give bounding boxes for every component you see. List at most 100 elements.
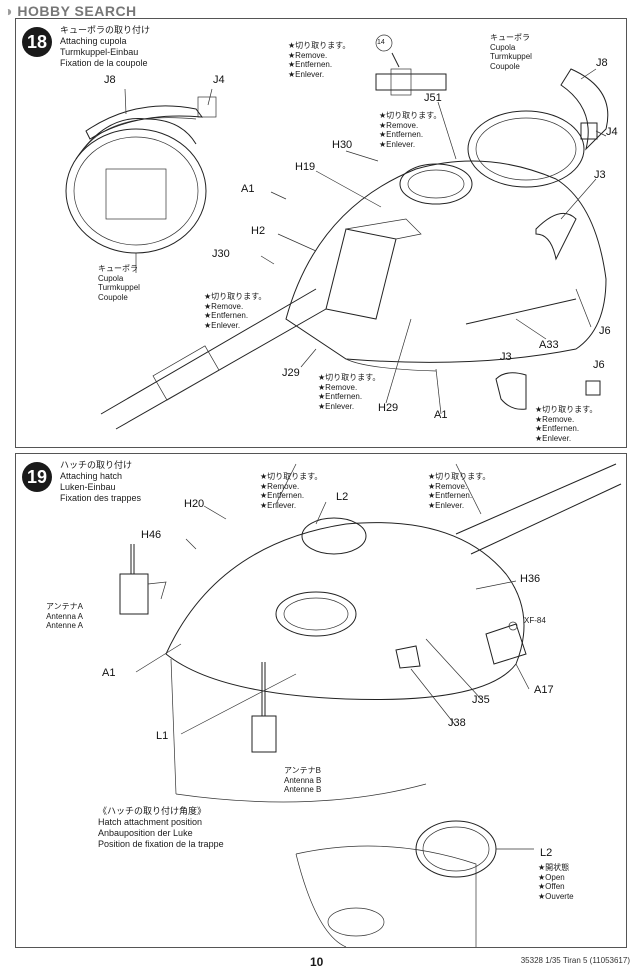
label-H36: H36 [520,573,541,585]
antenna-a-en: Antenna A [46,611,84,621]
open-ja: ★開状態 [538,863,570,872]
cupola-note-left: キューポラ Cupola Turmkuppel Coupole [98,264,140,302]
label-J4-left: J4 [213,74,225,86]
hatch-position-en: Hatch attachment position [98,817,203,827]
step-18-panel: 18 キューポラの取り付け Attaching cupola Turmkuppe… [15,18,627,448]
label-H2: H2 [251,225,266,237]
open-en: ★Open [538,872,565,882]
open-note: ★開状態 ★Open ★Offen ★Ouverte [538,863,574,901]
step-19-title-ja: ハッチの取り付け [60,460,133,470]
remove-note-de: ★Entfernen. [288,60,333,69]
antenna-b-de: Antenne B [284,785,322,794]
remove-note-en: ★Remove. [379,120,419,130]
step-19-title: ハッチの取り付け Attaching hatch Luken-Einbau Fi… [60,460,141,504]
step-18-drawing [65,34,609,430]
antenna-b-note: アンテナB Antenna B Antenne B [284,766,321,795]
cupola-ja: キューポラ [98,264,138,273]
label-J3-right: J3 [594,169,606,181]
remove-note-en: ★Remove. [318,382,358,392]
hatch-position-fr: Position de fixation de la trappe [98,839,224,849]
remove-note-fr: ★Enlever. [288,69,325,79]
label-H29: H29 [378,402,399,414]
antenna-b-en: Antenna B [284,775,322,785]
cupola-de: Turmkuppel [490,52,532,61]
remove-note-fr: ★Enlever. [428,500,465,510]
remove-note-de: ★Entfernen. [204,311,249,320]
label-J3-bottom: J3 [500,351,512,363]
footer-code: 35328 1/35 Tiran 5 (11053617) [520,956,630,965]
remove-note-ja: ★切り取ります。 [535,405,598,414]
label-J38: J38 [448,717,466,729]
hatch-position-ja: 《ハッチの取り付け角度》 [98,806,207,816]
label-H30: H30 [332,139,353,151]
antenna-a-ja: アンテナA [46,602,84,611]
label-L2-top: L2 [336,491,349,503]
step-18-title-ja: キューポラの取り付け [60,25,151,35]
antenna-a-de: Antenne A [46,621,84,630]
remove-note-fr: ★Enlever. [204,320,241,330]
remove-note-de: ★Entfernen. [318,392,363,401]
cupola-ja: キューポラ [490,33,530,42]
remove-note-en: ★Remove. [428,481,468,491]
remove-note-ja: ★切り取ります。 [204,292,267,301]
remove-note-mid: ★切り取ります。 ★Remove. ★Entfernen. ★Enlever. [379,111,441,149]
watermark-text: HOBBY SEARCH [17,3,137,19]
remove-note-top: ★切り取ります。 ★Remove. ★Entfernen. ★Enlever. [288,41,350,79]
remove-note-bottom: ★切り取ります。 ★Remove. ★Entfernen. ★Enlever. [318,373,380,411]
remove-note-fr: ★Enlever. [379,139,416,149]
label-J8-left: J8 [104,74,116,86]
remove-note-en: ★Remove. [204,301,244,311]
label-J4-right: J4 [606,126,618,138]
open-de: ★Offen [538,882,565,891]
open-fr: ★Ouverte [538,891,574,901]
step-19-panel: 19 ハッチの取り付け Attaching hatch Luken-Einbau… [15,453,627,948]
cupola-fr: Coupole [98,292,128,302]
step-19-number: 19 [22,462,52,492]
remove-note-ja: ★切り取ります。 [288,41,351,50]
label-A1-bottom: A1 [434,409,448,421]
cupola-en: Cupola [490,42,516,52]
hatch-position-note: 《ハッチの取り付け角度》 Hatch attachment position A… [98,806,224,850]
xf-84-paint: XF-84 [524,616,546,625]
part-14-circle: 14 [377,39,385,46]
label-J6-bottom: J6 [593,359,605,371]
remove-note-19-left: ★切り取ります。 ★Remove. ★Entfernen. ★Enlever. [260,472,322,510]
step-19-title-de: Luken-Einbau [60,482,116,492]
label-J30: J30 [212,248,230,260]
label-J29: J29 [282,367,300,379]
label-H20: H20 [184,498,205,510]
step-19-title-en: Attaching hatch [60,471,123,481]
step-18-title: キューポラの取り付け Attaching cupola Turmkuppel-E… [60,25,150,69]
watermark: ◑ HOBBY SEARCH [4,3,137,19]
label-L1: L1 [156,730,169,742]
remove-note-ja: ★切り取ります。 [260,472,323,481]
remove-note-en: ★Remove. [260,481,300,491]
remove-note-en: ★Remove. [288,50,328,60]
remove-note-fr: ★Enlever. [260,500,297,510]
remove-note-de: ★Entfernen. [535,424,580,433]
remove-note-19-right: ★切り取ります。 ★Remove. ★Entfernen. ★Enlever. [428,472,490,510]
antenna-b-ja: アンテナB [284,766,322,775]
label-J8-right: J8 [596,57,608,69]
hatch-position-de: Anbauposition der Luke [98,828,193,838]
page-number: 10 [310,955,324,969]
step-18-title-en: Attaching cupola [60,36,127,46]
label-J35: J35 [472,694,490,706]
cupola-en: Cupola [98,273,124,283]
label-J51: J51 [424,92,442,104]
cupola-de: Turmkuppel [98,283,140,292]
step-18-number: 18 [22,27,52,57]
remove-note-fr: ★Enlever. [535,433,572,443]
remove-note-ja: ★切り取ります。 [318,373,381,382]
remove-note-de: ★Entfernen. [428,491,473,500]
remove-note-ja: ★切り取ります。 [379,111,442,120]
label-H19: H19 [295,161,316,173]
remove-note-fr: ★Enlever. [318,401,355,411]
label-H46: H46 [141,529,162,541]
watermark-logo-icon: ◑ [4,3,13,19]
label-A1-top: A1 [241,183,255,195]
remove-note-bottom-right: ★切り取ります。 ★Remove. ★Entfernen. ★Enlever. [535,405,597,443]
cupola-note-right: キューポラ Cupola Turmkuppel Coupole [490,33,532,71]
remove-note-left: ★切り取ります。 ★Remove. ★Entfernen. ★Enlever. [204,292,266,330]
step-19-drawing [119,463,622,947]
